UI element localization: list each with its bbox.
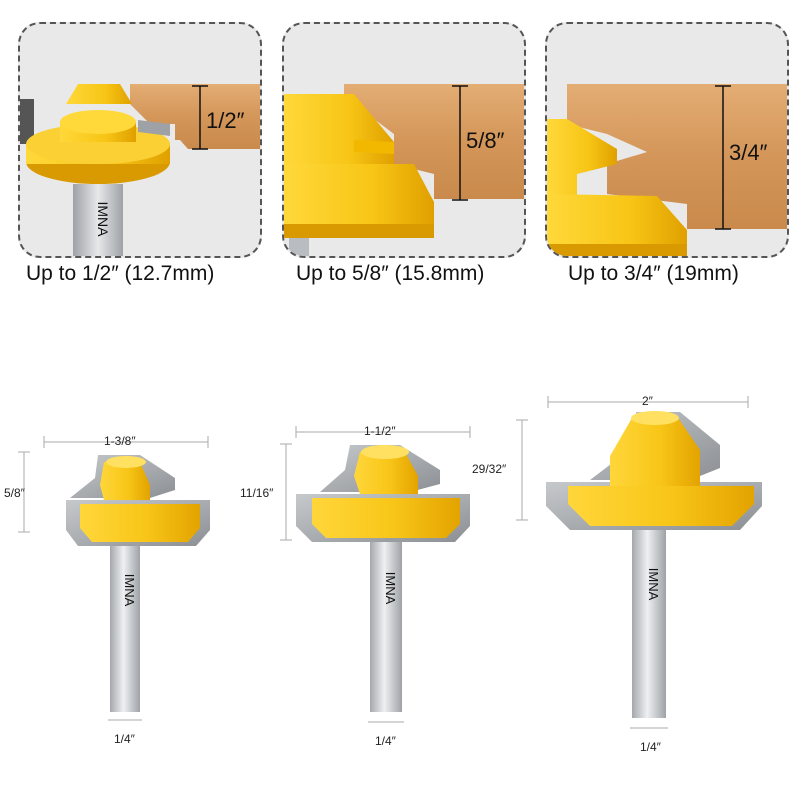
bit-height-label: 11/16″ bbox=[240, 486, 274, 500]
brand-logo: IMNA bbox=[95, 202, 111, 238]
brand-logo: IMNA bbox=[383, 572, 398, 605]
depth-panel-three-quarter-inch: 3/4″ bbox=[545, 22, 789, 258]
depth-dimension: 3/4″ bbox=[729, 140, 768, 165]
brand-logo: IMNA bbox=[122, 574, 137, 607]
router-bit-small: IMNA bbox=[18, 436, 210, 721]
depth-caption: Up to 1/2″ (12.7mm) bbox=[26, 262, 215, 285]
bit-height-label: 5/8″ bbox=[4, 486, 25, 500]
depth-panel-five-eighth-inch: 5/8″ bbox=[282, 22, 526, 258]
depth-caption: Up to 5/8″ (15.8mm) bbox=[296, 262, 485, 285]
router-bit-medium: IMNA bbox=[280, 426, 471, 723]
bit-shank-label: 1/4″ bbox=[114, 732, 135, 746]
brand-logo: IMNA bbox=[646, 568, 661, 601]
router-bit-in-wood-illustration bbox=[284, 84, 524, 256]
depth-dimension: 1/2″ bbox=[206, 108, 245, 133]
router-bit-in-wood-illustration bbox=[547, 84, 787, 256]
bit-width-label: 1-1/2″ bbox=[364, 424, 396, 438]
depth-panel-half-inch: IMNA 1/2″ bbox=[18, 22, 262, 258]
bit-shank-label: 1/4″ bbox=[375, 734, 396, 748]
bit-height-label: 29/32″ bbox=[472, 462, 507, 476]
router-bit-in-wood-illustration: IMNA bbox=[20, 84, 260, 256]
router-bit-large: IMNA bbox=[516, 396, 762, 729]
bit-shank-label: 1/4″ bbox=[640, 740, 661, 754]
depth-caption: Up to 3/4″ (19mm) bbox=[568, 262, 739, 285]
depth-dimension: 5/8″ bbox=[466, 128, 505, 153]
bit-width-label: 2″ bbox=[642, 394, 653, 408]
bit-width-label: 1-3/8″ bbox=[104, 434, 136, 448]
